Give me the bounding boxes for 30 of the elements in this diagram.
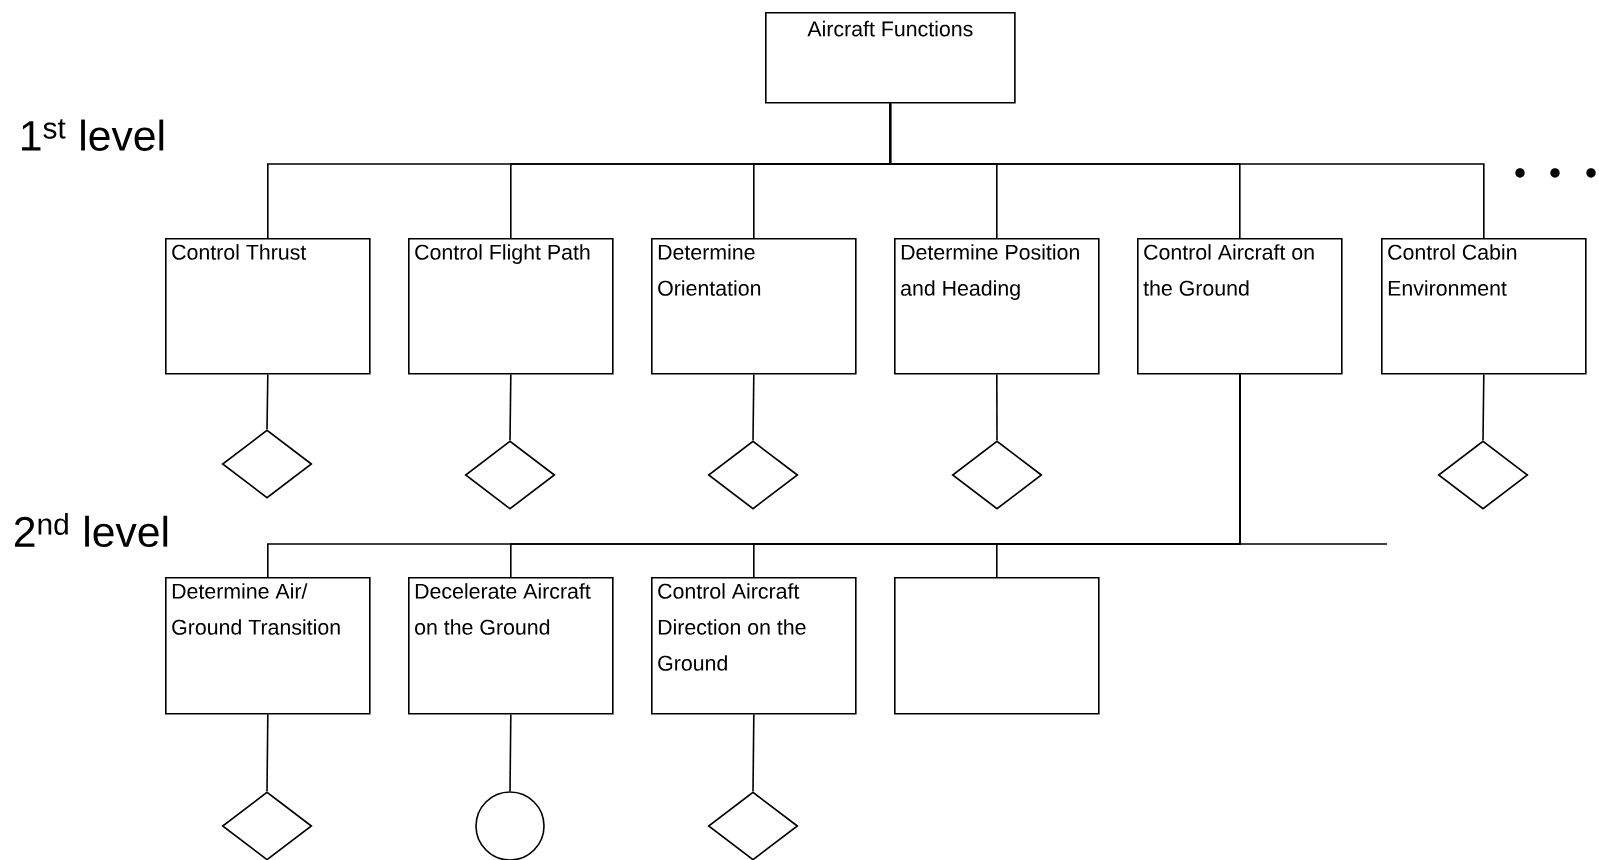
connector-line [509,373,512,441]
connector-line [266,373,269,430]
diamond-symbol [221,791,313,860]
diamond-symbol [464,440,556,510]
function-box: Determine Air/ Ground Transition [165,577,371,715]
level-label: 1$^{st}$ level [22,119,164,151]
diamond-symbol [1437,440,1529,510]
function-box: Aircraft Functions [765,12,1016,104]
diamond-symbol [221,429,313,499]
function-box: Control Aircraft on the Ground [1137,238,1343,375]
connector-line [996,373,1241,578]
function-box: Control Aircraft Direction on the Ground [651,577,857,715]
connector-line [509,713,512,792]
function-box: Determine Orientation [651,238,857,375]
diamond-symbol [707,791,799,860]
connector-line [752,373,755,441]
diamond-symbol [707,440,799,510]
connector-line [266,713,269,792]
function-box: Control Thrust [165,238,371,375]
connector-line [1482,373,1485,441]
function-box: Control Cabin Environment [1381,238,1587,375]
function-box: Determine Position and Heading [894,238,1100,375]
empty-box [894,577,1100,715]
connector-line [752,713,755,792]
connector-line [889,102,1485,239]
level-label: 2$^{nd}$ level [14,512,168,548]
diamond-symbol [951,440,1043,510]
function-box: Control Flight Path [408,238,614,375]
function-box: Decelerate Aircraft on the Ground [408,577,614,715]
connector-line [996,373,998,441]
